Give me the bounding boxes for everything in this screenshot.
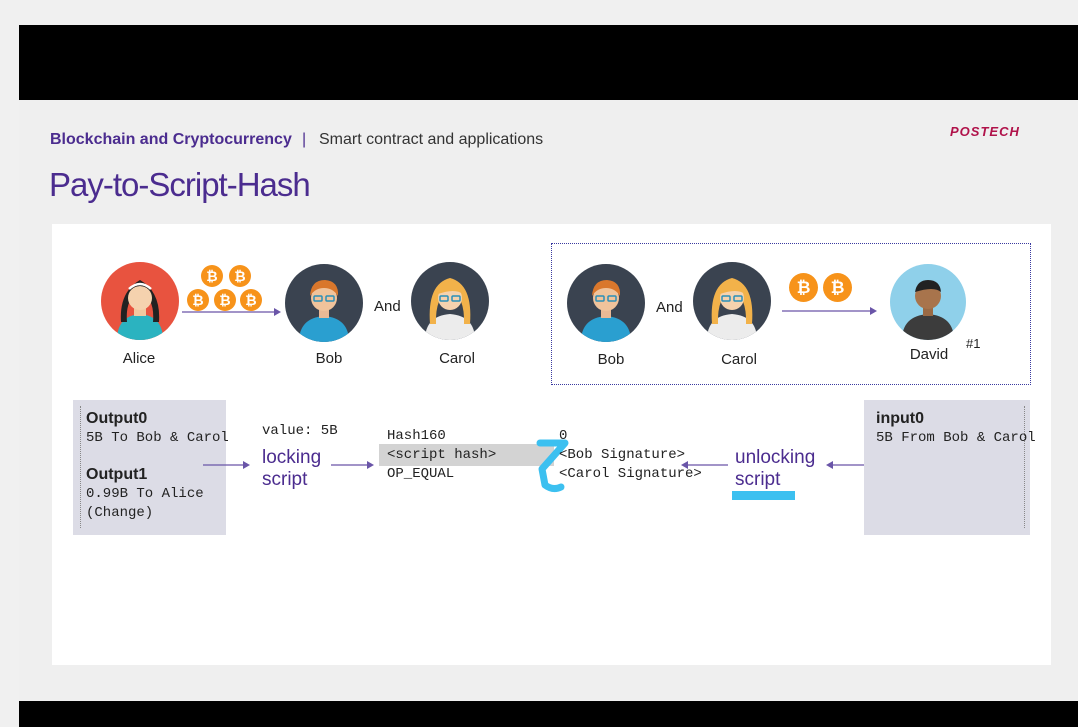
input0-text: 5B From Bob & Carol bbox=[876, 430, 1036, 446]
highlight-swoosh-icon bbox=[536, 439, 569, 493]
unlocking-op-bob-sig: <Bob Signature> bbox=[559, 447, 686, 463]
carol-label: Carol bbox=[439, 350, 475, 367]
bitcoin-coin-icon: ₿ bbox=[823, 273, 852, 302]
david-label: David bbox=[909, 346, 949, 363]
bitcoin-coin-icon: ₿ bbox=[187, 289, 209, 311]
transfer-arrow-icon bbox=[182, 308, 281, 316]
output1-text: 0.99B To Alice bbox=[86, 486, 204, 502]
input0-title: input0 bbox=[876, 410, 924, 427]
locking-label-2: script bbox=[262, 469, 308, 490]
redeem-scene-frame bbox=[551, 243, 1031, 385]
carol-avatar bbox=[693, 262, 771, 340]
david-avatar bbox=[890, 264, 966, 340]
unlocking-op-zero: 0 bbox=[559, 428, 568, 444]
subject-title: Smart contract and applications bbox=[319, 131, 544, 148]
video-top-bar bbox=[19, 25, 1078, 100]
bob-avatar bbox=[285, 264, 363, 342]
postech-logo: POSTECH bbox=[950, 124, 1020, 139]
locking-value: value: 5B bbox=[262, 423, 338, 439]
output1-change: (Change) bbox=[86, 505, 154, 521]
unlocking-underline-highlight bbox=[732, 491, 795, 500]
locking-label: locking bbox=[262, 447, 322, 468]
locking-op-script-hash: <script hash> bbox=[387, 447, 497, 463]
unlocking-label-2: script bbox=[735, 469, 781, 490]
course-title: Blockchain and Cryptocurrency bbox=[50, 131, 292, 148]
locking-op-equal: OP_EQUAL bbox=[387, 466, 455, 482]
bob-label: Bob bbox=[315, 350, 343, 367]
page-title: Pay-to-Script-Hash bbox=[49, 166, 311, 203]
divider bbox=[1024, 406, 1025, 528]
bitcoin-coin-icon: ₿ bbox=[201, 265, 223, 287]
transfer-arrow-icon bbox=[782, 307, 877, 315]
header-separator: | bbox=[302, 131, 307, 148]
tx-input-box bbox=[864, 400, 1030, 535]
bitcoin-coin-icon: ₿ bbox=[229, 265, 251, 287]
and-label: And bbox=[656, 299, 683, 316]
output0-text: 5B To Bob & Carol bbox=[86, 430, 229, 446]
unlocking-op-carol-sig: <Carol Signature> bbox=[559, 466, 702, 482]
flow-arrow-icon bbox=[203, 461, 250, 469]
bob-avatar bbox=[567, 264, 645, 342]
locking-op-hash160: Hash160 bbox=[387, 428, 446, 444]
bitcoin-coin-icon: ₿ bbox=[214, 289, 236, 311]
output1-title: Output1 bbox=[86, 466, 148, 483]
video-bottom-bar bbox=[19, 701, 1078, 727]
tx-outputs-box bbox=[73, 400, 226, 535]
flow-arrow-icon bbox=[331, 461, 374, 469]
script-hash-highlight bbox=[379, 444, 554, 466]
and-label: And bbox=[374, 298, 401, 315]
alice-avatar bbox=[101, 262, 179, 340]
bitcoin-coin-icon: ₿ bbox=[240, 289, 262, 311]
footnote-marker: #1 bbox=[966, 336, 981, 351]
unlocking-label: unlocking bbox=[735, 447, 816, 468]
carol-avatar bbox=[411, 262, 489, 340]
output0-title: Output0 bbox=[86, 410, 148, 427]
bob-label: Bob bbox=[597, 351, 625, 368]
flow-arrow-icon bbox=[681, 461, 728, 469]
flow-arrow-icon bbox=[826, 461, 867, 469]
carol-label: Carol bbox=[721, 351, 757, 368]
alice-label: Alice bbox=[122, 350, 156, 367]
divider bbox=[80, 406, 81, 528]
bitcoin-coin-icon: ₿ bbox=[789, 273, 818, 302]
